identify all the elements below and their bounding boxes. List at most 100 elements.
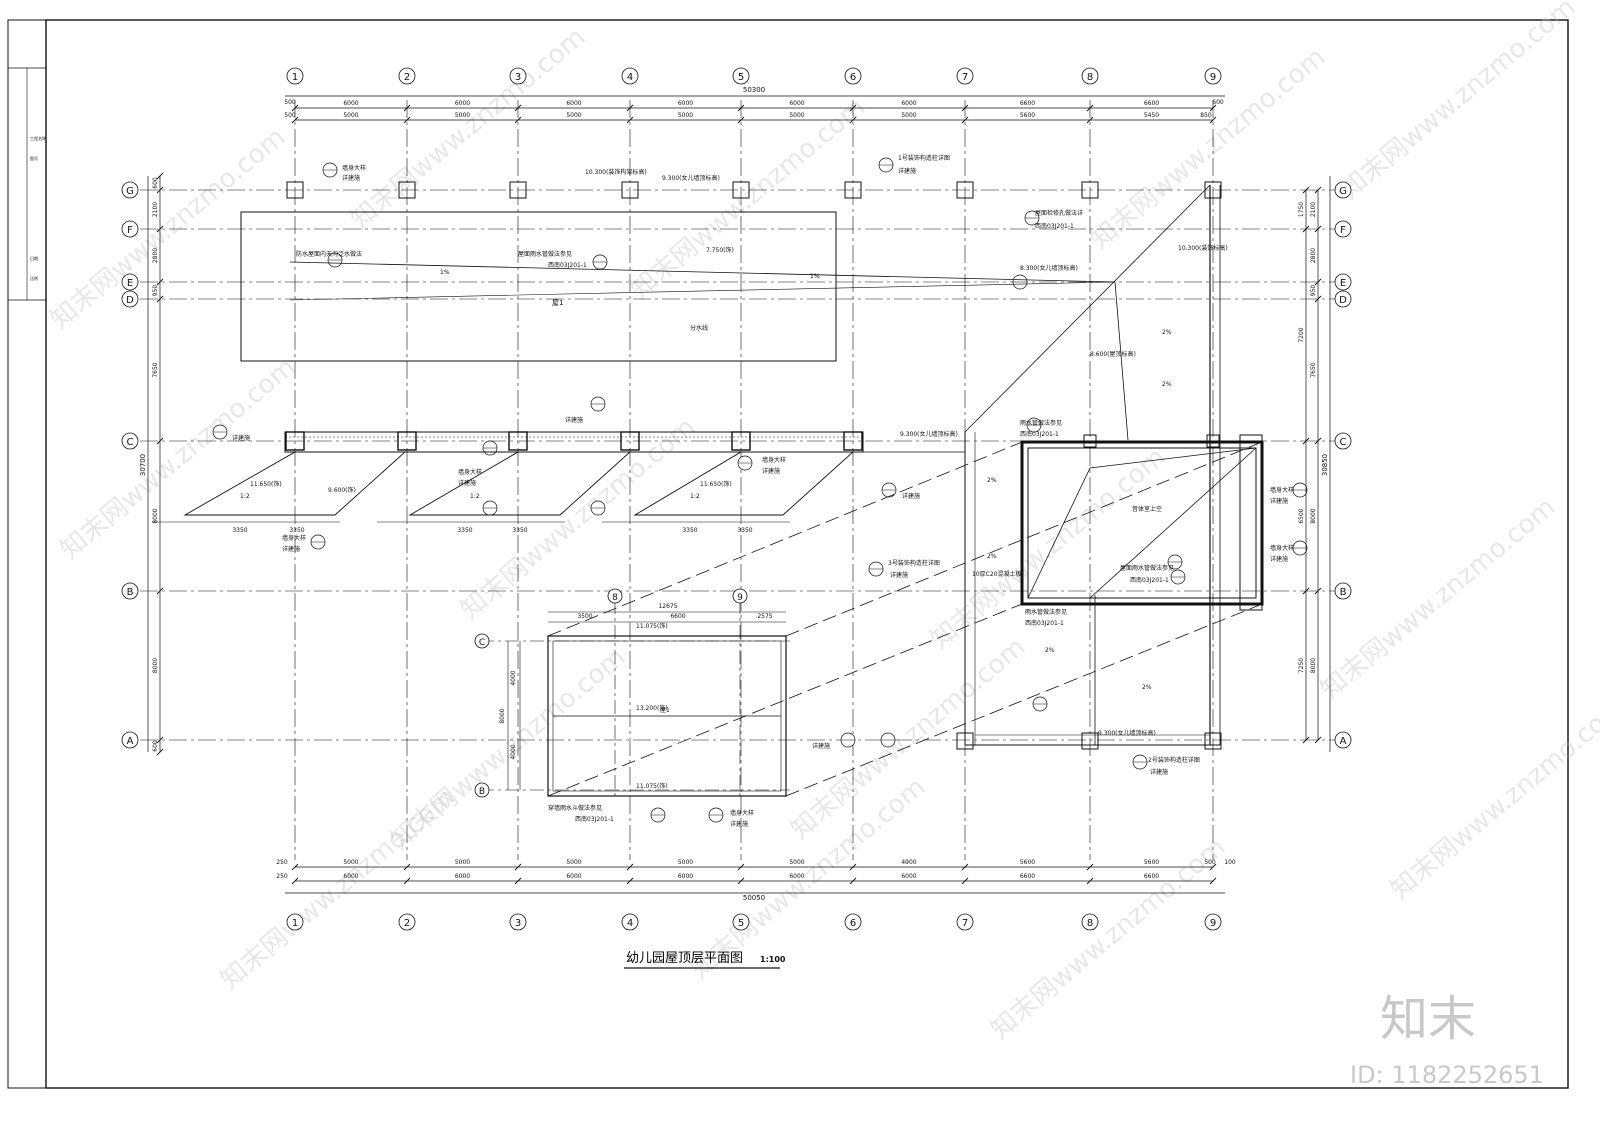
dim-left-tick (156, 172, 164, 180)
dim-right-inner-tick (1302, 437, 1310, 445)
slope-label: 2% (1045, 647, 1055, 654)
dim-top-bay-text: 6600 (1144, 100, 1159, 107)
axis-label: 3 (515, 72, 521, 83)
note-label: 1号装饰构造柱详图 (898, 154, 950, 162)
bay-dim-text: 3350 (737, 527, 752, 534)
dim-bottom-bay-text: 6000 (678, 873, 693, 880)
dim-bottom-bay-tick (291, 877, 299, 885)
axis-label: 5 (738, 72, 744, 83)
axis-bubble (1334, 220, 1352, 238)
dim-bottom-inner-text: 5000 (343, 859, 358, 866)
dim-bottom-bay-tick (961, 877, 969, 885)
slope-label: 2% (987, 477, 997, 484)
note-label: 详建施 (232, 434, 250, 442)
inset-axis-label: B (479, 787, 485, 797)
axis-bubble (1204, 913, 1222, 931)
dim-right-text: 8000 (1310, 508, 1317, 523)
dim-top-inner-text: 5600 (1020, 112, 1035, 119)
slope-label: 1% (440, 269, 450, 276)
dim-top-bay-tick (849, 104, 857, 112)
dim-right-text: 7650 (1310, 362, 1317, 377)
dim-bottom-inner-tick (1086, 863, 1094, 871)
sidebar-label: 图号 (30, 155, 38, 161)
dim-top-inner-tick (961, 116, 969, 124)
dim-right-text: 2800 (1310, 248, 1317, 263)
dim-right-tick (1314, 437, 1322, 445)
elev-label: 9.600(饰) (328, 486, 356, 494)
dim-right-inner-text: 1750 (1298, 202, 1305, 217)
dim-edge: 850 (1200, 112, 1212, 119)
elev-label: 8.600(屋顶标高) (1090, 350, 1136, 358)
dim-top-inner-text: 5000 (789, 112, 804, 119)
note-label: 详建施 (898, 167, 916, 175)
axis-label: B (1340, 587, 1347, 598)
dim-left-text: 2800 (152, 248, 159, 263)
canopy (183, 451, 407, 516)
projection-lines (547, 441, 1263, 797)
dim-bottom-inner-tick (403, 863, 411, 871)
axis-bubble (1081, 913, 1099, 931)
inset-dim: 3500 (577, 613, 592, 620)
dim-bottom-bay-text: 6000 (789, 873, 804, 880)
dim-right-tick (1314, 587, 1322, 595)
dim-top-inner-tick (626, 116, 634, 124)
axis-bubble (286, 913, 304, 931)
note-label: 雨水管做法参见 (1025, 608, 1067, 616)
sidebar-labels: 工程名称 图号 日期 比例 (30, 135, 46, 281)
dim-bottom-inner-tick (626, 863, 634, 871)
slope-line (289, 281, 1116, 301)
axis-bubble (286, 67, 304, 85)
axis-label: 1 (292, 918, 298, 929)
note-label: 详建施 (762, 467, 780, 475)
dim-bottom-bay-tick (737, 877, 745, 885)
dim-overall: 50050 (743, 894, 765, 902)
dim-top-bay-tick (626, 104, 634, 112)
axis-bubble (121, 582, 139, 600)
dim-bottom-inner-tick (737, 863, 745, 871)
column-block (1081, 732, 1099, 750)
axis-bubble (121, 290, 139, 308)
dim-left-text: 2100 (152, 202, 159, 217)
axis-label: E (1340, 278, 1346, 289)
elev-label: 11.075(饰) (636, 622, 668, 630)
axis-bubble (398, 67, 416, 85)
inset-axis-bubble (732, 588, 748, 604)
dim-left-text: 7650 (152, 362, 159, 377)
dim-bottom-inner-tick (849, 863, 857, 871)
dim-edge: 500 (284, 99, 296, 106)
inset-axis-label: C (479, 638, 485, 648)
dim-right-text: 2100 (1310, 202, 1317, 217)
upper-roof-outline (240, 211, 837, 362)
dim-top-inner-tick (403, 116, 411, 124)
dim-top-bay-tick (961, 104, 969, 112)
dim-right-text: 8000 (1310, 658, 1317, 673)
elev-label: 10.300(装饰构架标高) (585, 168, 647, 176)
dim-bottom-bay-tick (849, 877, 857, 885)
inset-axis-bubble (474, 633, 490, 649)
annotations: 屋1 分水线 7.750(饰) 10.300(装饰构架标高) 9.300(女儿墙… (232, 154, 1294, 828)
axis-label: 7 (962, 918, 968, 929)
dim-edge: 100 (1224, 859, 1236, 866)
dim-top-inner-text: 5000 (901, 112, 916, 119)
note-label: 西南03J201-1 (575, 815, 614, 823)
dim-top-bay-text: 6000 (566, 100, 581, 107)
title-sidebar (7, 19, 47, 1089)
axis-bubble (1204, 67, 1222, 85)
roof-label: 屋1 (660, 707, 670, 714)
dim-bottom-inner-tick (291, 863, 299, 871)
dim-top-inner-text: 5000 (455, 112, 470, 119)
dim-top-bay-text: 6000 (678, 100, 693, 107)
axis-label: D (126, 295, 134, 306)
note-label: 墙身大样 (730, 809, 754, 817)
dim-left-overall: 30700 (139, 454, 147, 476)
dim-bottom-bay-text: 6000 (901, 873, 916, 880)
inset-dim: 12675 (658, 603, 677, 610)
dim-left-text: 600 (152, 177, 159, 189)
note-label: 详建施 (1150, 768, 1168, 776)
elev-label: 13.200(饰) (636, 704, 668, 712)
drawing-title-text: 幼儿园屋顶层平面图 (626, 951, 743, 966)
dim-top-inner-tick (849, 116, 857, 124)
music-room (1020, 434, 1264, 611)
axis-label: B (127, 587, 134, 598)
